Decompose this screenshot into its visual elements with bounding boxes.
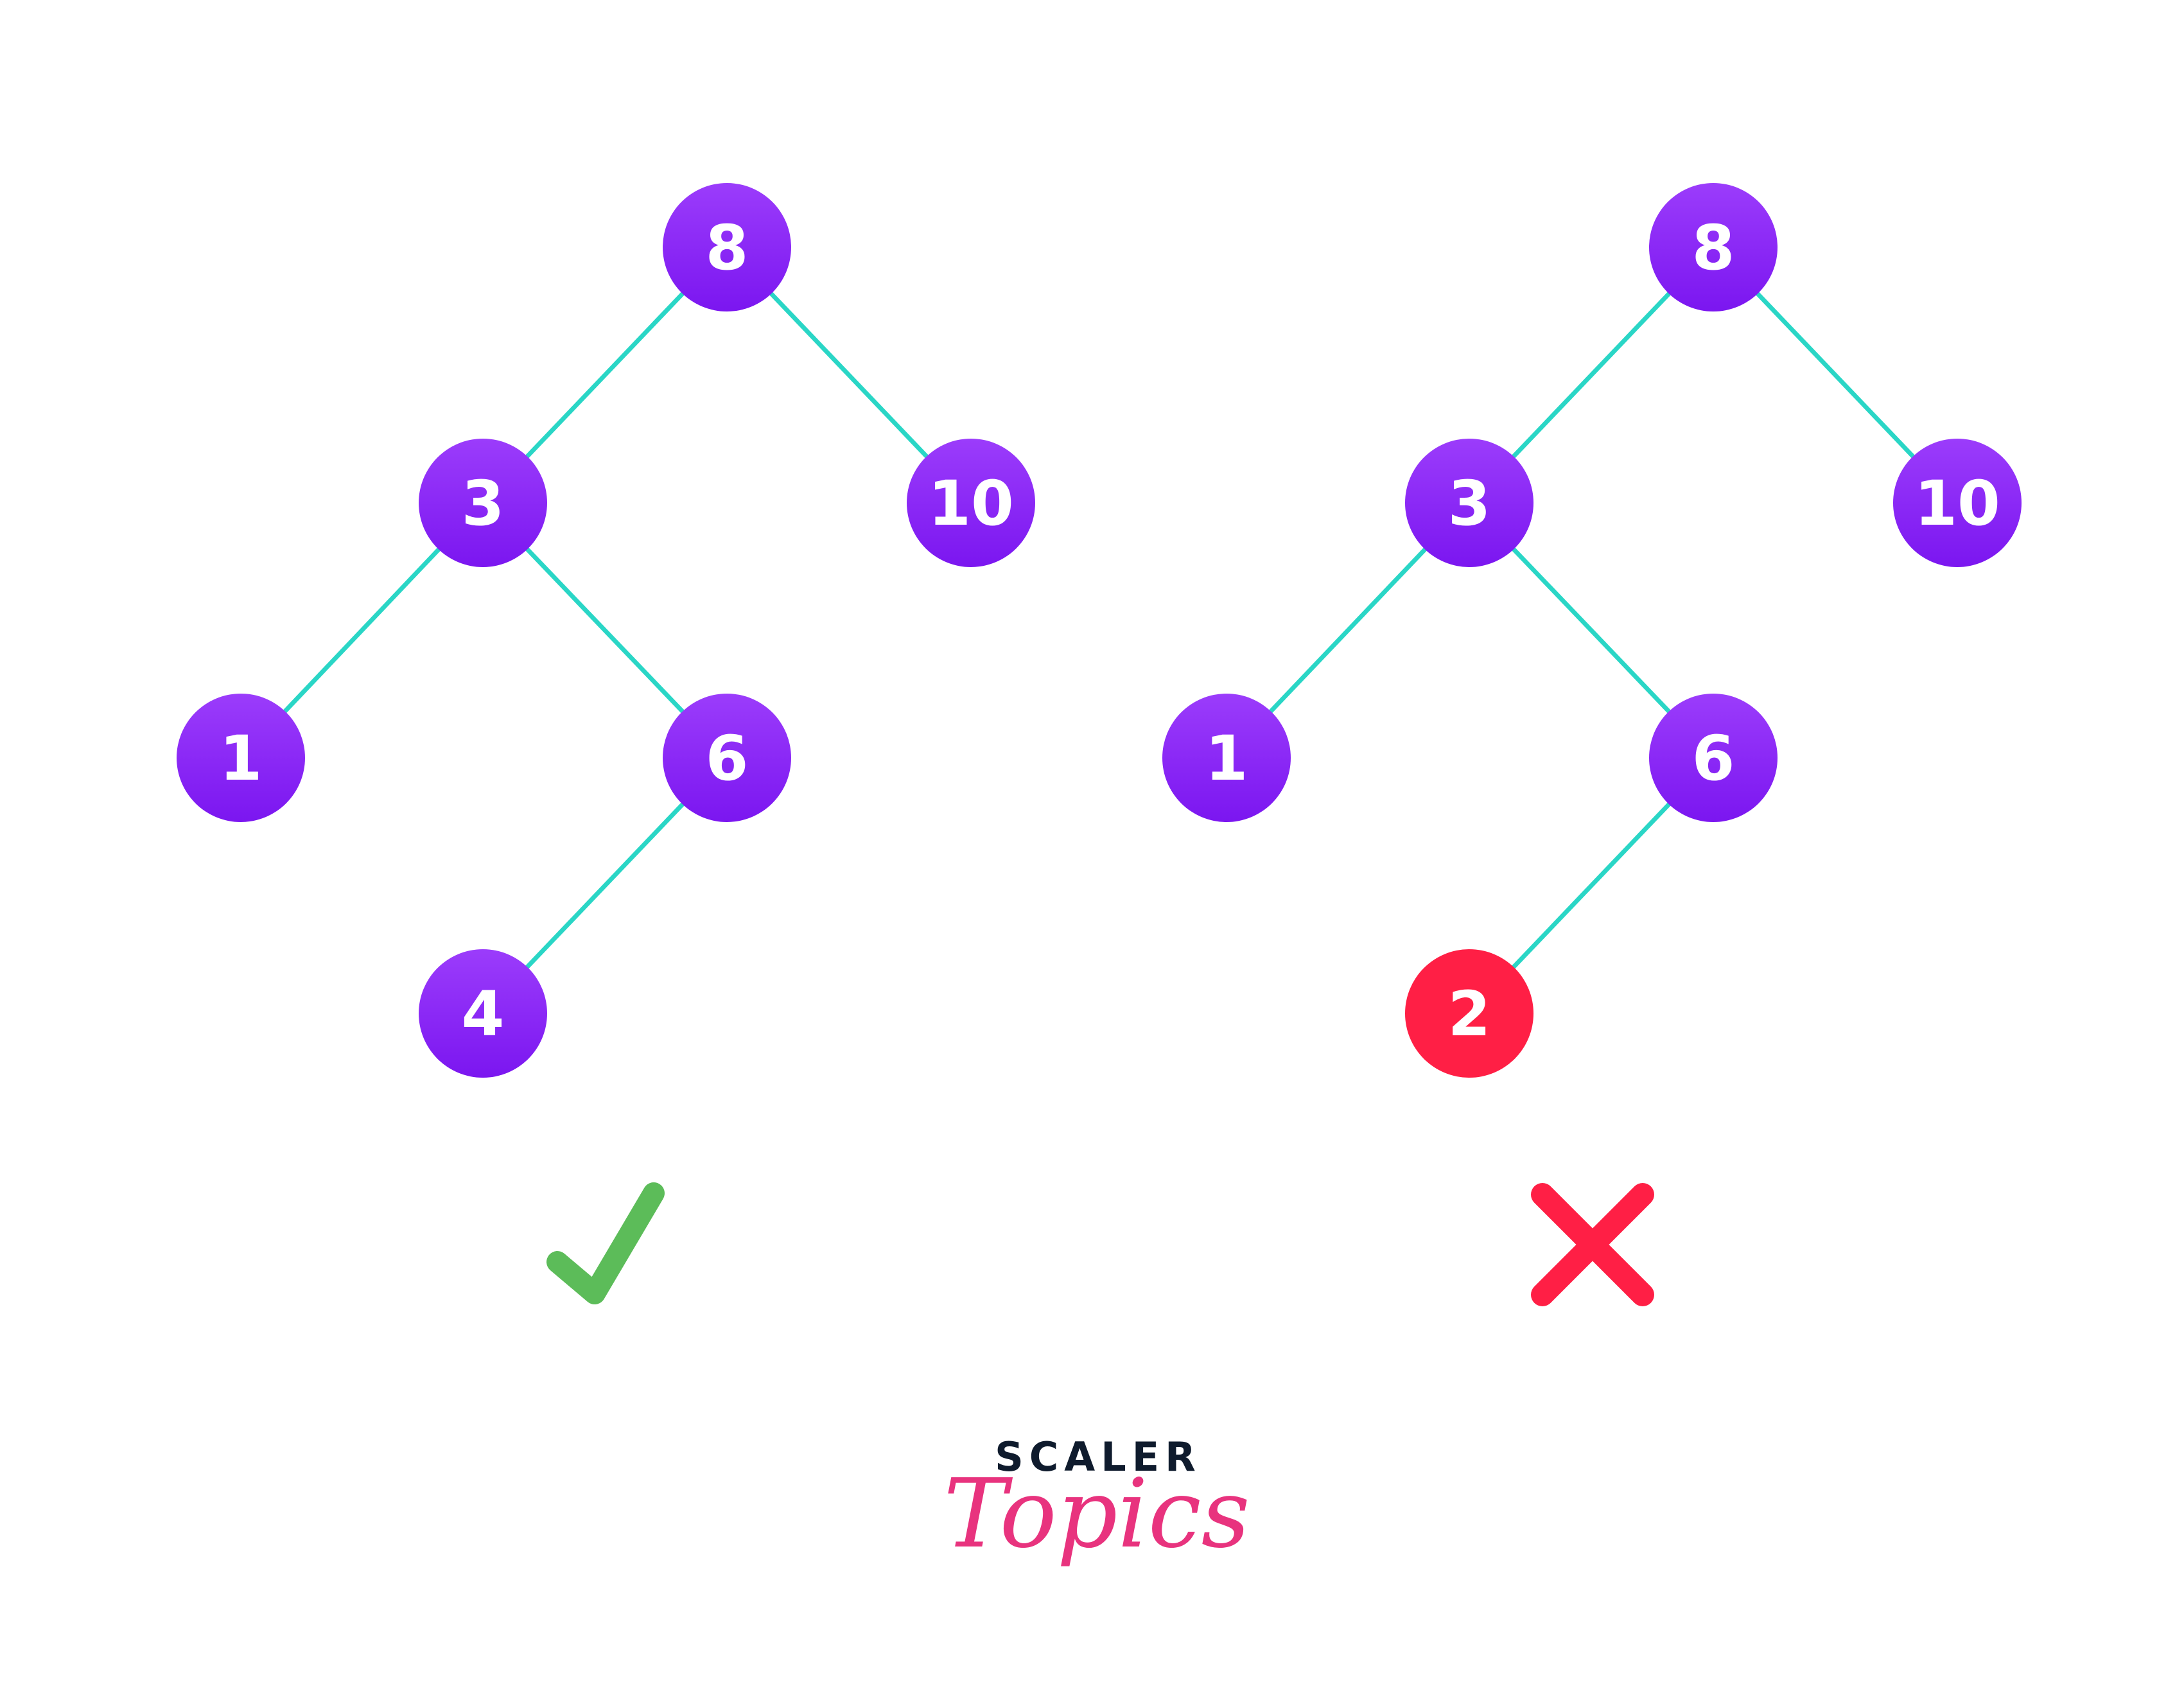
node-label: 3 (462, 468, 505, 539)
scaler-topics-logo: SCALER Topics (943, 1433, 1250, 1569)
tree-node-10: 10 (1893, 439, 2022, 567)
brand-scaler-text: SCALER (995, 1433, 1201, 1480)
tree-invalid: 8 3 10 1 6 2 (1162, 183, 2022, 1078)
tree-node-1: 1 (1162, 694, 1291, 822)
node-circle (1405, 439, 1533, 567)
node-circle (1649, 183, 1778, 311)
node-circle (1893, 439, 2022, 567)
tree-node-2: 2 (1405, 949, 1533, 1078)
node-circle (663, 694, 791, 822)
node-circle (663, 183, 791, 311)
tree-node-6: 6 (663, 694, 791, 822)
tree-node-4: 4 (419, 949, 547, 1078)
node-label: 6 (706, 723, 749, 794)
node-label: 1 (220, 723, 263, 794)
tree-valid: 8 3 10 1 6 4 (177, 183, 1035, 1078)
node-circle (1162, 694, 1291, 822)
tree-edges (1224, 245, 1960, 1016)
node-circle (907, 439, 1035, 567)
tree-node-3: 3 (1405, 439, 1533, 567)
node-label: 1 (1205, 723, 1248, 794)
tree-node-3: 3 (419, 439, 547, 567)
tree-node-10: 10 (907, 439, 1035, 567)
node-label: 4 (462, 978, 505, 1050)
node-label: 6 (1692, 723, 1735, 794)
tree-node-8: 8 (1649, 183, 1778, 311)
tree-nodes: 8 3 10 1 6 4 (177, 183, 1035, 1078)
tree-node-8: 8 (663, 183, 791, 311)
tree-node-1: 1 (177, 694, 305, 822)
node-label: 8 (1692, 212, 1735, 284)
check-icon (546, 1182, 665, 1304)
tree-edges (238, 245, 974, 1016)
node-label: 8 (706, 212, 749, 284)
node-label: 3 (1448, 468, 1491, 539)
highlighted-node-circle (1405, 949, 1533, 1078)
tree-node-6: 6 (1649, 694, 1778, 822)
node-label: 2 (1448, 978, 1491, 1050)
node-circle (419, 439, 547, 567)
node-label: 10 (1914, 468, 2000, 539)
node-label: 10 (928, 468, 1014, 539)
cross-icon (1531, 1183, 1654, 1306)
node-circle (177, 694, 305, 822)
node-circle (1649, 694, 1778, 822)
node-circle (419, 949, 547, 1078)
brand-topics-text: Topics (943, 1459, 1250, 1569)
tree-nodes: 8 3 10 1 6 2 (1162, 183, 2022, 1078)
